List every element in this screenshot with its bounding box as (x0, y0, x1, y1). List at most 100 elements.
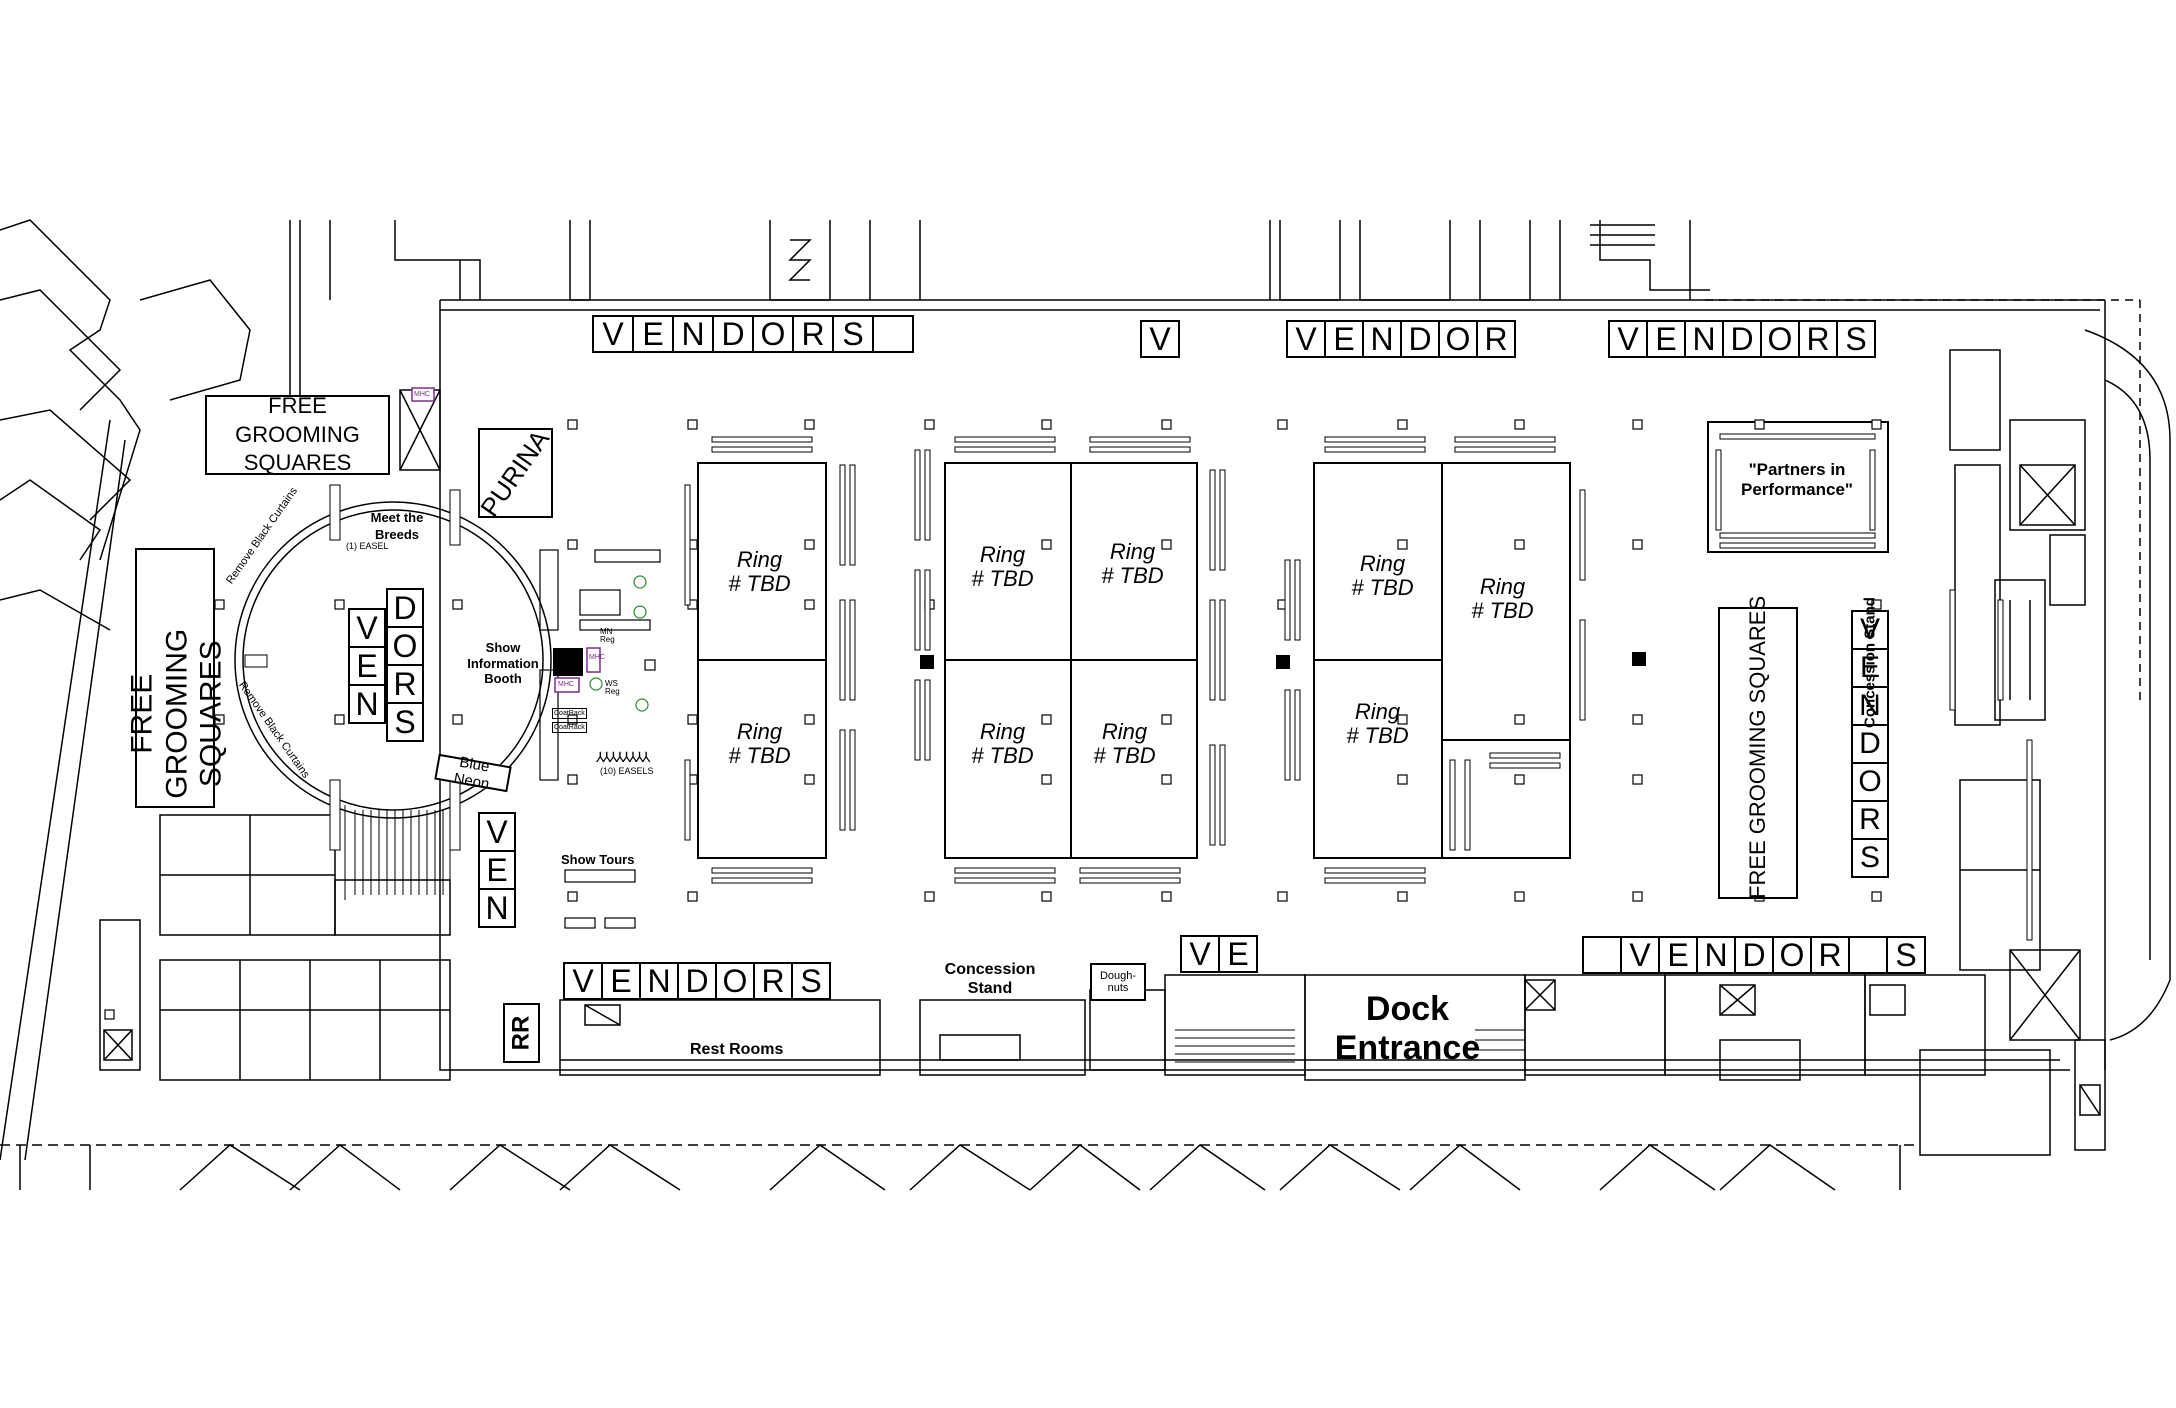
vendor-letter-cell: D (1400, 320, 1440, 358)
easel-icons: ⅄⅄⅄⅄⅄⅄⅄⅄ (596, 749, 650, 765)
vendor-letter-cell: V (1140, 320, 1180, 358)
vendor-letter-cell: E (632, 315, 674, 353)
vendor-letter-cell: V (478, 812, 516, 852)
free-grooming-top-text: FREE GROOMING SQUARES (235, 393, 360, 476)
vendor-letter-cell: V (1286, 320, 1326, 358)
vendor-letter-cell: N (1696, 936, 1736, 974)
doughnuts-text: Dough-nuts (1099, 969, 1137, 994)
vendor-letter-cell: V (592, 315, 634, 353)
dock-entrance-label: Dock Entrance (1334, 990, 1481, 1068)
vendor-letter-cell (872, 315, 914, 353)
purina-box: PURINA (475, 424, 556, 522)
rr-text: RR (507, 1015, 535, 1051)
ring-label: Ring# TBD (1346, 699, 1409, 749)
vendor-letter-cell: D (677, 962, 717, 1000)
vendor-letter-cell: S (791, 962, 831, 1000)
vendor-letter-cell: D (712, 315, 754, 353)
vendor-letter-cell: R (792, 315, 834, 353)
vendor-letter-cell: O (715, 962, 755, 1000)
vendor-letter-cell: V (348, 608, 386, 648)
ring-label: Ring# TBD (1101, 539, 1164, 589)
vendor-letter-cell (1582, 936, 1622, 974)
doughnuts-box: Dough-nuts (1090, 963, 1146, 1001)
ring-label: Ring# TBD (1093, 719, 1156, 769)
mhc-2-label: MHC (558, 681, 574, 688)
vendor-letter-cell: R (1798, 320, 1838, 358)
meet-the-breeds-label: Meet the Breeds (370, 510, 424, 542)
ws-reg-label: WS Reg (605, 679, 620, 696)
vendor-letter-cell: V (1608, 320, 1648, 358)
mhc-1-label: MHC (414, 391, 430, 398)
vendor-letter-cell (1848, 936, 1888, 974)
easel-one-label: (1) EASEL (346, 541, 389, 551)
vendor-letter-cell: O (1772, 936, 1812, 974)
hall-outline-left (439, 300, 2070, 1071)
vendor-letter-cell: O (1760, 320, 1800, 358)
concession-bottom-label: Concession Stand (944, 961, 1036, 998)
partners-label: "Partners in Performance" (1741, 460, 1853, 500)
vendor-letter-cell: S (386, 702, 424, 742)
vendor-letter-cell: O (1438, 320, 1478, 358)
vendor-letter-cell: N (348, 684, 386, 724)
vendor-letter-cell: E (348, 646, 386, 686)
vendor-letter-cell: O (386, 626, 424, 666)
free-grooming-top: FREE GROOMING SQUARES (205, 393, 390, 476)
vendor-letter-cell: D (1734, 936, 1774, 974)
vendor-letter-cell: E (1218, 935, 1258, 973)
vendor-letter-cell: N (478, 888, 516, 928)
coat-rack-2-label: CoatRack (552, 722, 587, 733)
vendor-letter-cell: R (386, 664, 424, 704)
show-tours-label: Show Tours (561, 852, 635, 867)
ring-label: Ring# TBD (728, 719, 791, 769)
vendor-letter-cell: R (1476, 320, 1516, 358)
vendors-top-2: V (1140, 320, 1180, 358)
ring-label: Ring# TBD (971, 542, 1034, 592)
info-booth-label: Show Information Booth (467, 640, 539, 687)
easels-ten-label: (10) EASELS (600, 766, 654, 776)
vendor-letter-cell: N (639, 962, 679, 1000)
free-grooming-left-text: FREE GROOMING SQUARES (125, 628, 228, 799)
vendor-letter-cell: N (1684, 320, 1724, 358)
vendor-letter-cell: D (386, 588, 424, 628)
mhc-3-label: MHC (589, 654, 605, 661)
ring-label: Ring# TBD (1351, 551, 1414, 601)
vendor-letter-cell: N (1362, 320, 1402, 358)
vendor-letter-cell: S (1836, 320, 1876, 358)
vendor-letter-cell: S (1886, 936, 1926, 974)
vendor-letter-cell: O (752, 315, 794, 353)
vendor-letter-cell: S (832, 315, 874, 353)
vendor-letter-cell: O (1851, 762, 1889, 802)
vendor-letter-cell: E (1324, 320, 1364, 358)
ring-label: Ring# TBD (728, 547, 791, 597)
vendor-letter-cell: E (478, 850, 516, 890)
ring-label: Ring# TBD (1471, 574, 1534, 624)
vendor-letter-cell: R (1851, 800, 1889, 840)
free-grooming-right-text: FREE GROOMING SQUARES (1745, 595, 1770, 899)
vendor-letter-cell: N (672, 315, 714, 353)
vendor-letter-cell: E (601, 962, 641, 1000)
vendor-letter-cell: V (563, 962, 603, 1000)
vendor-letter-cell: R (1810, 936, 1850, 974)
rest-rooms-label: Rest Rooms (690, 1041, 784, 1058)
ring-label: Ring# TBD (971, 719, 1034, 769)
free-grooming-left: FREE GROOMING SQUARES (125, 548, 227, 808)
vendor-letter-cell: R (753, 962, 793, 1000)
free-grooming-right: FREE GROOMING SQUARES (1718, 595, 1798, 899)
concession-right-label: Concession Stand (1861, 597, 1879, 728)
vendor-letter-cell: V (1180, 935, 1220, 973)
vendor-letter-cell: S (1851, 838, 1889, 878)
mn-reg-label: MN Reg (600, 627, 615, 644)
vendor-letter-cell: E (1646, 320, 1686, 358)
vendor-letter-cell: E (1658, 936, 1698, 974)
purina-text: PURINA (474, 423, 556, 522)
